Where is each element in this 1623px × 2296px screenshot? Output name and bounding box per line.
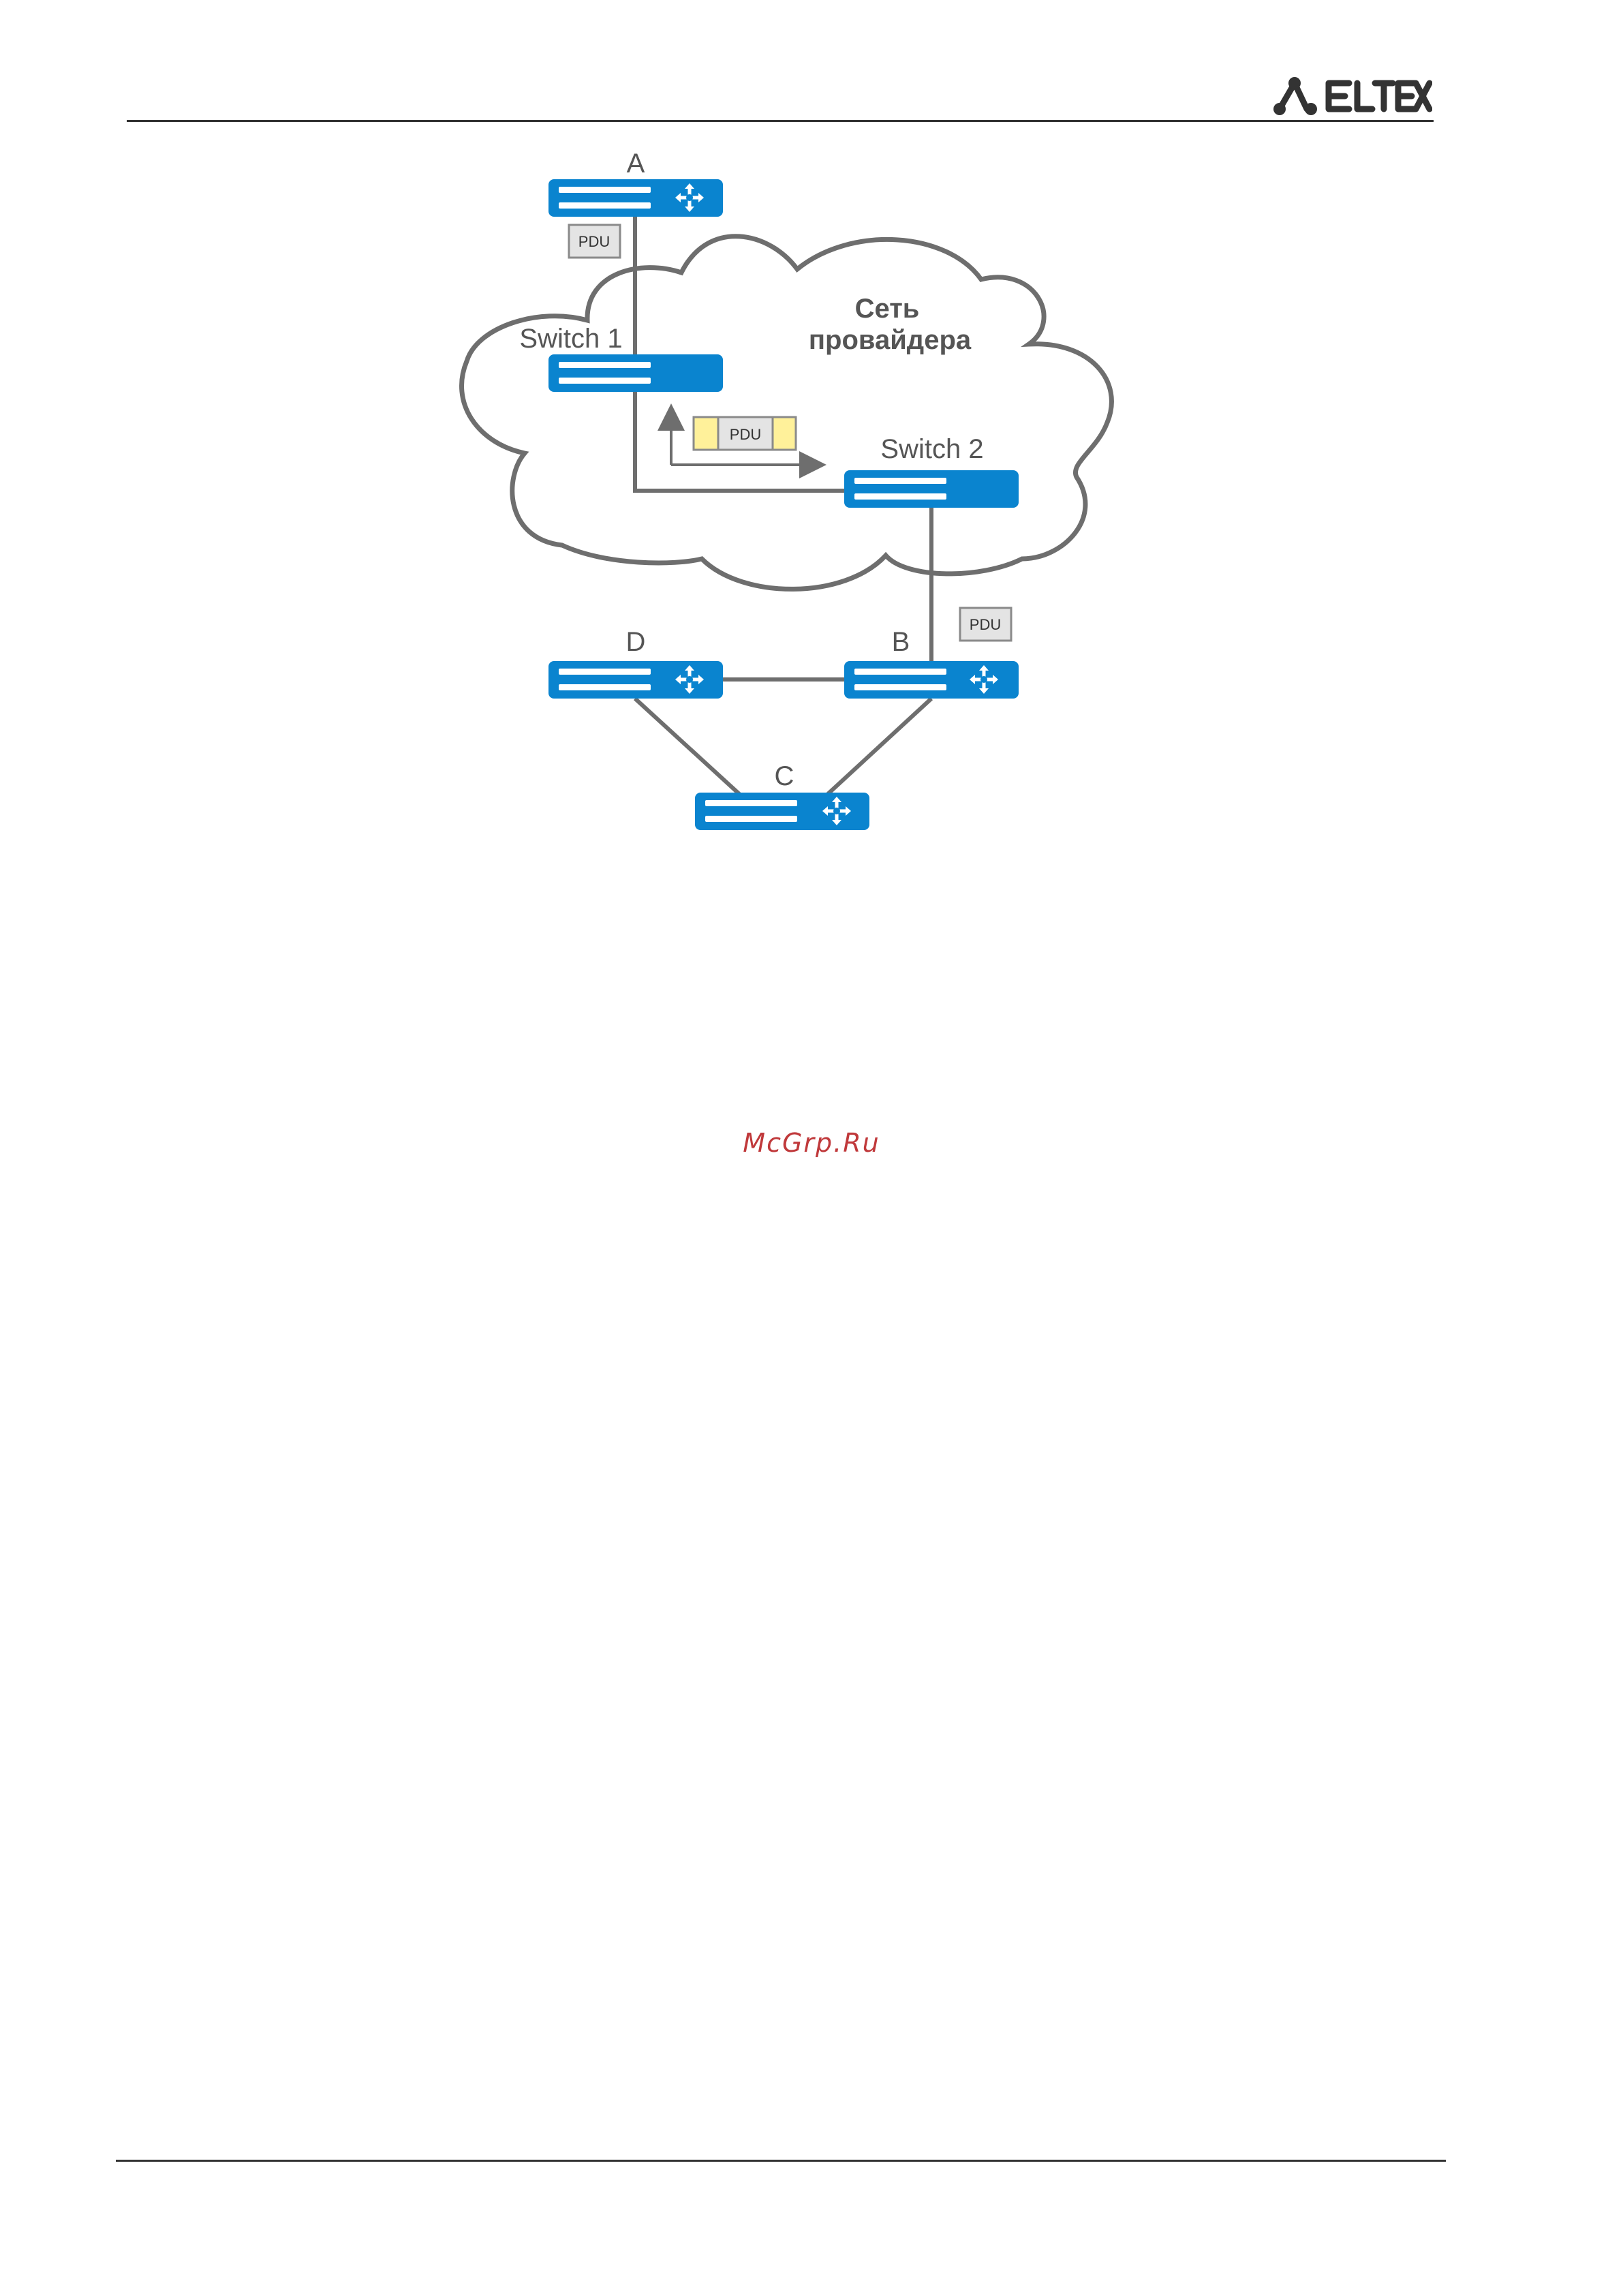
router-b-label: B: [892, 627, 910, 657]
switch-1-label: Switch 1: [519, 324, 622, 354]
router-d: [548, 661, 723, 699]
footer-rule: [116, 2160, 1446, 2162]
switch-2: [844, 470, 1019, 508]
pdu-top: PDU: [569, 225, 620, 258]
cloud-title-line2: провайдера: [809, 325, 972, 355]
switch-2-label: Switch 2: [880, 434, 983, 464]
router-c-label: C: [775, 761, 794, 791]
link-b-c: [828, 699, 931, 794]
pdu-right-label: PDU: [970, 616, 1001, 633]
link-d-c: [635, 699, 739, 794]
pdu-tunnel-label: PDU: [730, 426, 761, 443]
pdu-top-label: PDU: [578, 233, 610, 250]
cloud-title-line1: Сеть: [855, 294, 920, 324]
pdu-encapsulated: PDU: [694, 417, 796, 450]
router-a: [548, 179, 723, 217]
provider-cloud: [462, 236, 1112, 590]
router-a-label: A: [627, 149, 645, 179]
router-d-label: D: [626, 627, 646, 657]
router-b: [844, 661, 1019, 699]
pdu-right: PDU: [960, 608, 1011, 641]
network-diagram: Сеть провайдера PDU PDU PDU A: [0, 0, 1623, 886]
switch-1: [548, 354, 723, 392]
watermark: McGrp.Ru: [0, 1128, 1623, 1158]
router-c: [695, 793, 869, 830]
